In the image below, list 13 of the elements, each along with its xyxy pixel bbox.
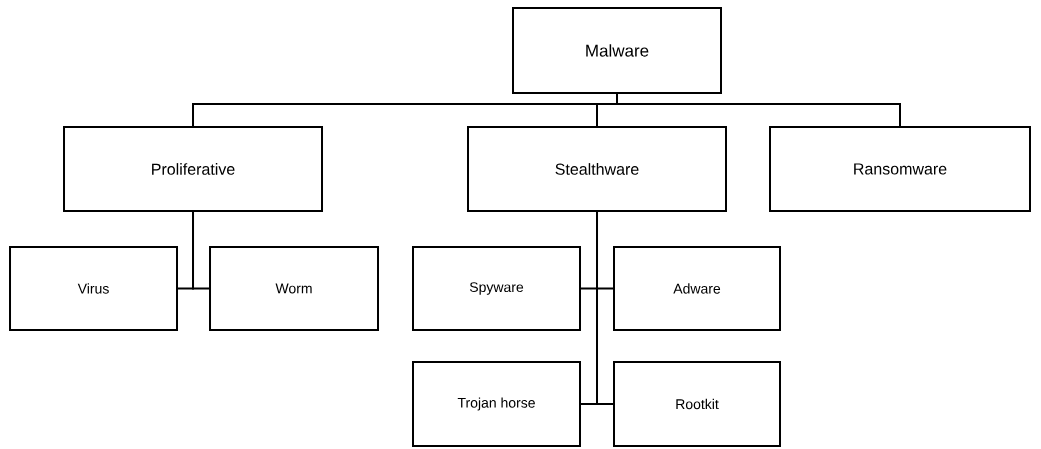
category-box: Stealthware	[467, 126, 727, 212]
category-box: Spyware	[412, 246, 581, 331]
category-box: Malware	[512, 7, 722, 94]
category-box: Rootkit	[613, 361, 781, 447]
category-box: Virus	[9, 246, 178, 331]
connector-line	[596, 211, 614, 405]
category-box: Ransomware	[769, 126, 1031, 212]
connector-line	[192, 211, 210, 290]
connector-line	[616, 93, 901, 127]
category-box: Trojan horse	[412, 361, 581, 447]
category-box: Worm	[209, 246, 379, 331]
category-box: Proliferative	[63, 126, 323, 212]
category-box: Adware	[613, 246, 781, 331]
